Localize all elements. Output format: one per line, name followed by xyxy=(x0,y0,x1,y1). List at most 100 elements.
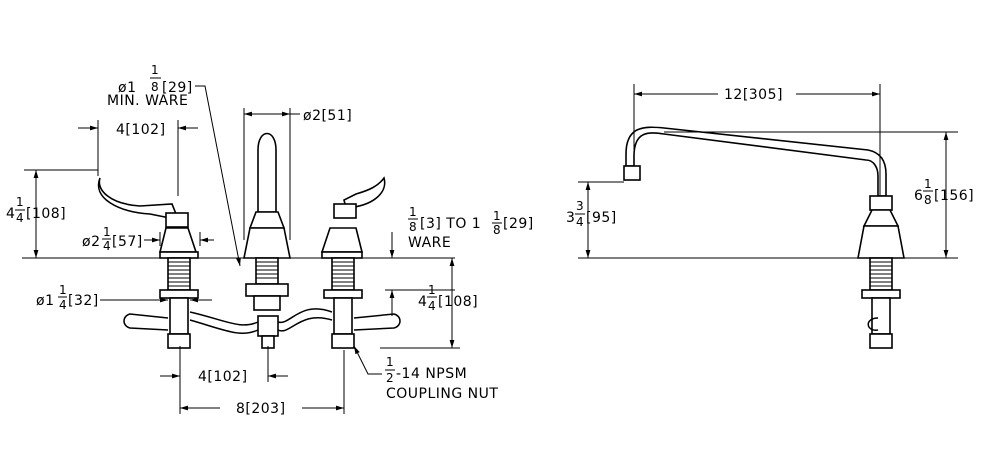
outlet-height-den: 4 xyxy=(576,215,584,229)
handle-height-bracket: [108] xyxy=(26,206,66,222)
outlet-height-dimension: 3 3 4 [95] xyxy=(566,181,624,258)
coupling-thread-num: 1 xyxy=(386,355,394,369)
min-ware-dia-den: 8 xyxy=(151,80,159,94)
right-valve-body xyxy=(333,297,353,335)
min-ware-dia-main: ø1 xyxy=(118,80,136,96)
left-threaded-shank xyxy=(167,257,191,291)
spout-locknut xyxy=(245,283,289,297)
side-spout-collar xyxy=(869,195,893,211)
side-threaded-shank xyxy=(869,257,893,291)
outlet-height-bracket: [95] xyxy=(586,210,617,226)
side-coupling-nut xyxy=(869,333,893,349)
ware-thickness-text: [3] TO 1 xyxy=(420,216,481,232)
left-supply-tube xyxy=(189,311,259,326)
coupling-thread-den: 2 xyxy=(386,371,394,385)
left-valve xyxy=(97,177,199,349)
side-locknut xyxy=(861,289,901,299)
shank-dia-dimension: ø1 1 4 [32] xyxy=(36,283,212,312)
ware-thickness-num2: 1 xyxy=(493,209,501,223)
left-handle-stem xyxy=(165,212,189,228)
side-spout xyxy=(623,126,905,349)
min-ware-dia-bracket: [29] xyxy=(162,80,193,96)
spout-base xyxy=(243,227,291,259)
front-view: ø1 1 8 [29] MIN. WARE ø2[51] 4[102] xyxy=(6,63,534,417)
shank-dia-bracket: [32] xyxy=(68,293,99,309)
side-valve-body xyxy=(871,297,891,335)
handle-height-dimension: 4 1 4 [108] xyxy=(6,169,98,258)
handle-height-den: 4 xyxy=(16,211,24,225)
left-escutcheon-base xyxy=(159,251,199,259)
handle-height-main: 4 xyxy=(6,206,15,222)
escutcheon-dia-bracket: [57] xyxy=(112,234,143,250)
min-ware-label: MIN. WARE xyxy=(107,93,188,109)
spout-collar xyxy=(248,211,286,229)
coupling-label: COUPLING NUT xyxy=(386,386,498,402)
ware-label: WARE xyxy=(408,235,451,251)
outlet-height-num: 3 xyxy=(576,199,584,213)
overall-height-main: 6 xyxy=(914,188,923,204)
side-spout-aerator xyxy=(623,165,641,181)
right-supply-tube xyxy=(277,308,333,324)
centers-label: 8[203] xyxy=(236,401,286,417)
left-wrist-blade-handle xyxy=(97,177,177,219)
spout-reach-label: 12[305] xyxy=(724,87,783,103)
right-inlet-loop xyxy=(353,313,401,331)
shank-dia-main: ø1 xyxy=(36,293,54,309)
shank-dia-den: 4 xyxy=(59,298,67,312)
escutcheon-dia-main: ø2 xyxy=(82,234,100,250)
left-locknut xyxy=(159,289,199,299)
right-threaded-shank xyxy=(331,257,355,291)
overall-height-den: 8 xyxy=(924,193,932,207)
spout-dia-label: ø2[51] xyxy=(303,108,352,124)
center-spout xyxy=(243,132,291,311)
overall-height-bracket: [156] xyxy=(934,188,974,204)
supply-tubes xyxy=(123,308,401,349)
ware-thickness-num: 1 xyxy=(409,205,417,219)
escutcheon-dia-num: 1 xyxy=(103,225,111,239)
handle-height-num: 1 xyxy=(16,195,24,209)
spout-tube xyxy=(257,132,277,213)
side-spout-nut xyxy=(862,209,900,227)
tee-offset-dimension: 4[102] xyxy=(160,346,288,414)
spout-dia-dimension: ø2[51] xyxy=(243,108,352,240)
side-spout-tube xyxy=(625,126,887,197)
centers-dimension: 8[203] xyxy=(180,350,345,417)
min-ware-dia-callout: ø1 1 8 [29] MIN. WARE xyxy=(107,63,241,267)
side-escutcheon xyxy=(857,225,905,259)
handle-offset-label: 4[102] xyxy=(116,122,166,138)
outlet-height-main: 3 xyxy=(566,210,575,226)
left-escutcheon xyxy=(158,227,198,253)
shank-length-dimension: 4 1 4 [108] xyxy=(380,258,478,349)
left-inlet-loop xyxy=(123,313,169,331)
shank-length-den: 4 xyxy=(428,299,436,313)
escutcheon-dia-den: 4 xyxy=(103,239,111,253)
side-view: 12[305] 3 3 4 [95] 6 1 8 [156] xyxy=(566,84,974,349)
escutcheon-dia-dimension: ø2 1 4 [57] xyxy=(82,225,214,253)
right-handle-stem xyxy=(333,203,357,219)
tee-offset-label: 4[102] xyxy=(198,369,248,385)
shank-dia-num: 1 xyxy=(59,283,67,297)
overall-height-dimension: 6 1 8 [156] xyxy=(664,131,974,258)
spout-reach-dimension: 12[305] xyxy=(633,84,881,196)
right-valve xyxy=(320,176,386,349)
right-escutcheon xyxy=(320,227,364,253)
min-ware-leader xyxy=(195,85,241,267)
shank-length-bracket: [108] xyxy=(438,294,478,310)
ware-thickness-dimension: 1 8 [3] TO 1 1 8 [29] WARE xyxy=(389,205,534,316)
side-supply-loop xyxy=(867,317,879,331)
shank-length-main: 4 xyxy=(418,294,427,310)
right-locknut xyxy=(323,289,363,299)
left-valve-body xyxy=(169,297,189,335)
handle-offset-dimension: 4[102] xyxy=(78,120,198,196)
ware-thickness-bracket: [29] xyxy=(503,216,534,232)
left-coupling-nut xyxy=(167,333,191,349)
right-escutcheon-base xyxy=(321,251,363,259)
ware-thickness-den: 8 xyxy=(409,220,417,234)
min-ware-dia-num: 1 xyxy=(151,63,159,77)
spout-nut xyxy=(253,295,281,311)
overall-height-num: 1 xyxy=(924,177,932,191)
coupling-thread-text: -14 NPSM xyxy=(396,366,467,382)
right-coupling-nut xyxy=(331,333,355,349)
right-wrist-blade-handle xyxy=(343,176,386,209)
